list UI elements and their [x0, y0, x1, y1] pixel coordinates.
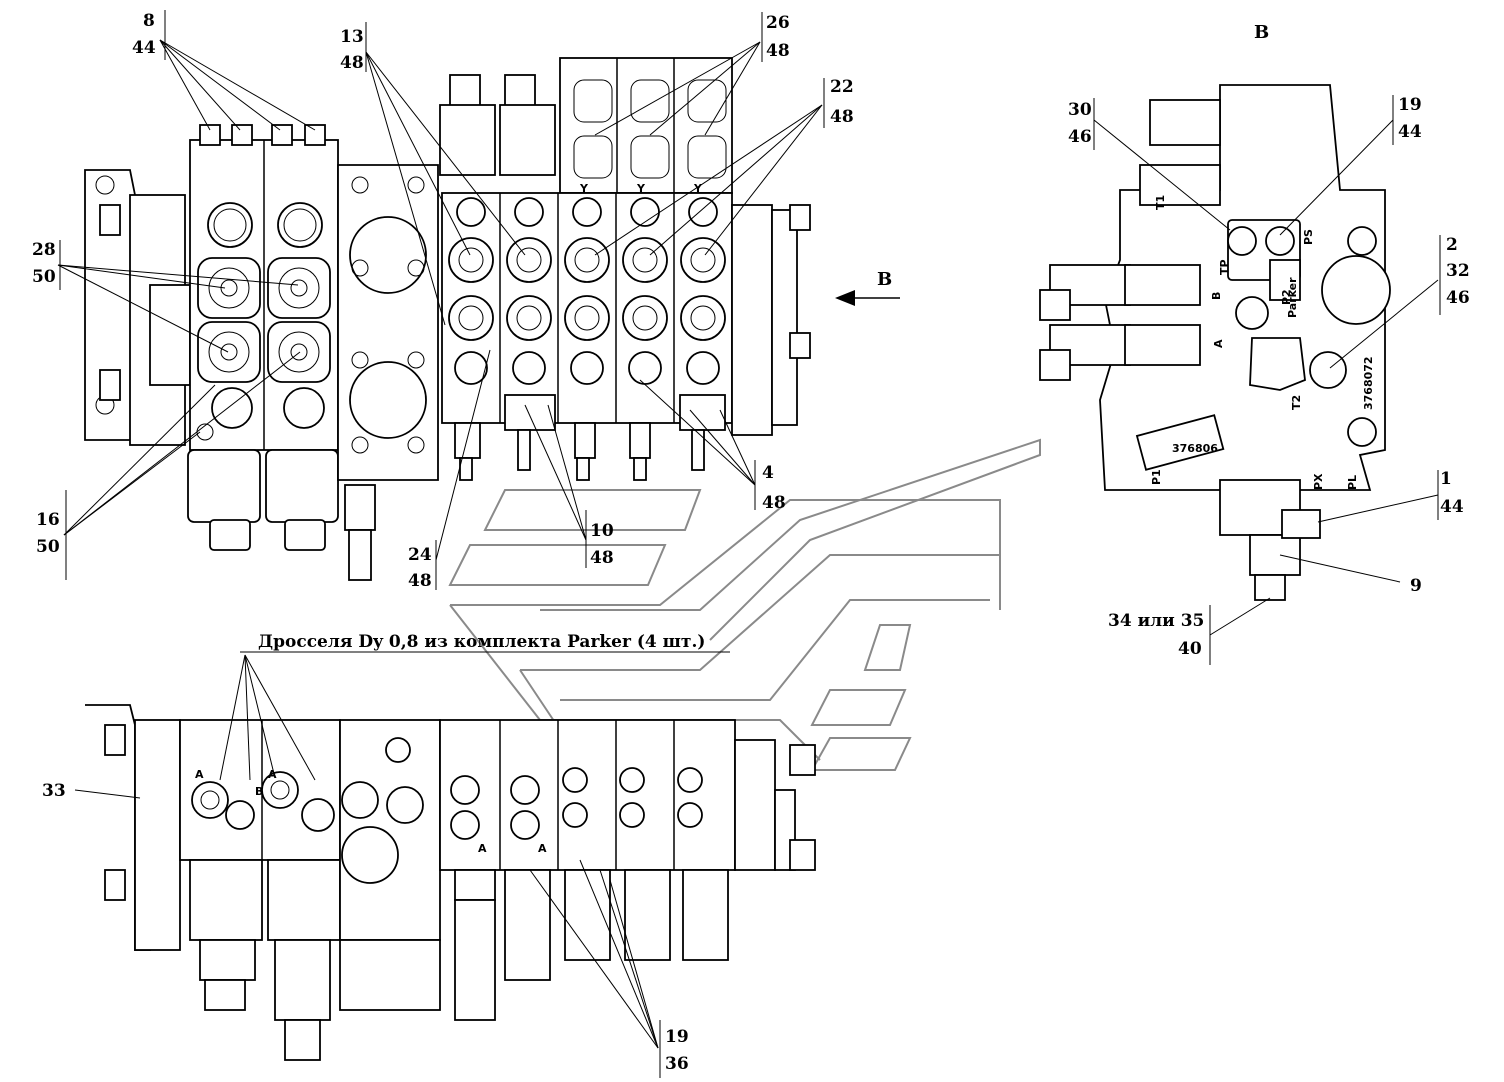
parker-label-plate: [1269, 259, 1301, 301]
section-mark-a-4: A: [538, 842, 547, 855]
callout-2-line1: 2: [1446, 235, 1458, 255]
callout-labels: 8 44 13 48 26 48 22 48 28 50 16 50 24 48…: [32, 11, 1470, 1074]
callout-22-bottom: 48: [830, 107, 854, 127]
callout-28-top: 28: [32, 240, 56, 260]
view-b-title: B: [1254, 22, 1269, 43]
section-ports: [448, 197, 726, 385]
section-mark-y-3: Y: [693, 182, 703, 195]
callout-16-top: 16: [36, 510, 60, 530]
callout-26-bottom: 48: [766, 41, 790, 61]
callout-24-bottom: 48: [408, 571, 432, 591]
callout-13-top: 13: [340, 27, 364, 47]
callout-4-bottom: 48: [762, 493, 786, 513]
view-b-arrow-label: B: [877, 269, 892, 290]
section-mark-y-2: Y: [636, 182, 646, 195]
section-mark-a-1: A: [195, 768, 204, 781]
section-mark-b-1: B: [255, 785, 263, 798]
callout-33: 33: [42, 781, 66, 801]
callout-34-top: 34 или 35: [1108, 611, 1204, 631]
callout-26-top: 26: [766, 13, 790, 33]
leader-lines: [57, 10, 1441, 1078]
callout-19-bottom-bottom: 36: [665, 1054, 689, 1074]
callout-9: 9: [1410, 576, 1422, 596]
port-label-p1: P1: [1150, 469, 1163, 485]
callout-1-top: 1: [1440, 469, 1452, 489]
section-mark-a-3: A: [478, 842, 487, 855]
port-label-tp: TP: [1218, 259, 1231, 275]
callout-28-bottom: 50: [32, 267, 56, 287]
callout-24-top: 24: [408, 545, 432, 565]
port-label-a: A: [1212, 339, 1225, 348]
callout-1-bottom: 44: [1440, 497, 1464, 517]
callout-13-bottom: 48: [340, 53, 364, 73]
port-label-t1: T1: [1154, 195, 1167, 210]
bottom-valve-block-view: [85, 704, 816, 1061]
callout-10-bottom: 48: [590, 548, 614, 568]
serial-number-partial-label: 376806: [1172, 442, 1218, 455]
port-label-pl: PL: [1346, 475, 1359, 490]
view-b-arrow: B: [835, 269, 900, 306]
section-markings: Y Y Y A A B A A: [195, 182, 703, 855]
callout-22-top: 22: [830, 77, 854, 97]
section-mark-y-1: Y: [579, 182, 589, 195]
callout-19-side-top: 19: [1398, 95, 1422, 115]
brand-label-parker: Parker: [1286, 277, 1299, 318]
callout-4-top: 4: [762, 463, 774, 483]
port-label-px: PX: [1312, 473, 1325, 490]
callout-16-bottom: 50: [36, 537, 60, 557]
callout-8-bottom: 44: [132, 38, 156, 58]
callout-19-side-bottom: 44: [1398, 122, 1422, 142]
callout-19-bottom-top: 19: [665, 1027, 689, 1047]
callout-2-line2: 32: [1446, 261, 1470, 281]
top-valve-block-view: [84, 57, 811, 581]
callout-30-top: 30: [1068, 100, 1092, 120]
callout-34-bottom: 40: [1178, 639, 1202, 659]
port-label-ps: PS: [1302, 229, 1315, 245]
callout-30-bottom: 46: [1068, 127, 1092, 147]
callout-2-line3: 46: [1446, 288, 1470, 308]
section-mark-a-2: A: [268, 768, 277, 781]
port-label-p2: P2: [1280, 289, 1293, 305]
port-label-b: B: [1210, 292, 1223, 300]
side-view-b: B P2 PS TP B A T2 T1 P1: [1039, 22, 1391, 601]
throttle-caption: Дросселя Dy 0,8 из комплекта Parker (4 ш…: [258, 632, 705, 652]
serial-number-label: 3768072: [1362, 356, 1375, 410]
callout-8-top: 8: [143, 11, 155, 31]
port-label-t2: T2: [1290, 395, 1303, 410]
callout-10-top: 10: [590, 521, 614, 541]
